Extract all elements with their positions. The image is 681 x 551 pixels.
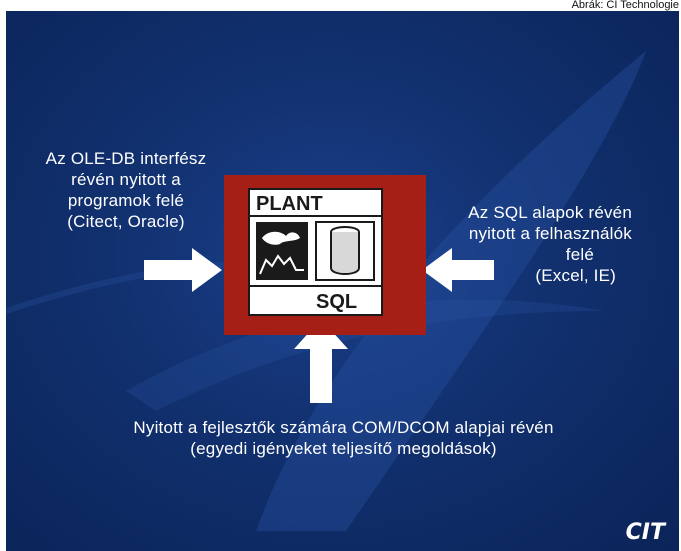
- ole-db-caption-line: programok felé: [67, 191, 185, 210]
- cit-logo: CIT: [625, 520, 665, 545]
- ole-db-caption-line: révén nyitott a: [71, 170, 181, 189]
- com-dcom-caption-line: (egyedi igényeket teljesítő megoldások): [190, 439, 497, 458]
- ole-db-caption: Az OLE-DB interfész révén nyitott a prog…: [16, 148, 236, 232]
- logo-top-text: PLANT: [256, 193, 323, 215]
- sql-caption-line: nyitott a felhasználók: [468, 224, 632, 243]
- com-dcom-caption-line: Nyitott a fejlesztők számára COM/DCOM al…: [133, 418, 554, 437]
- up-arrow-icon: [294, 319, 348, 403]
- image-credit: Ábrák: CI Technologie: [571, 0, 679, 11]
- logo-bottom-text: SQL: [316, 291, 357, 313]
- com-dcom-caption: Nyitott a fejlesztők számára COM/DCOM al…: [46, 417, 641, 459]
- sql-caption-line: felé: [565, 245, 594, 264]
- right-arrow-icon: [144, 248, 222, 292]
- plant-sql-logo-panel: PLANT SQL: [248, 188, 383, 316]
- left-arrow-icon: [422, 248, 494, 292]
- sql-caption: Az SQL alapok révén nyitott a felhasznál…: [442, 202, 632, 286]
- sql-caption-line: Az SQL alapok révén: [468, 203, 632, 222]
- plant-sql-emblem: PLANT SQL: [250, 193, 381, 313]
- ole-db-caption-line: (Citect, Oracle): [67, 212, 185, 231]
- ole-db-caption-line: Az OLE-DB interfész: [45, 149, 207, 168]
- plant-sql-logo: PLANT SQL: [224, 175, 426, 335]
- slide: Az OLE-DB interfész révén nyitott a prog…: [6, 11, 679, 551]
- sql-caption-line: (Excel, IE): [535, 266, 616, 285]
